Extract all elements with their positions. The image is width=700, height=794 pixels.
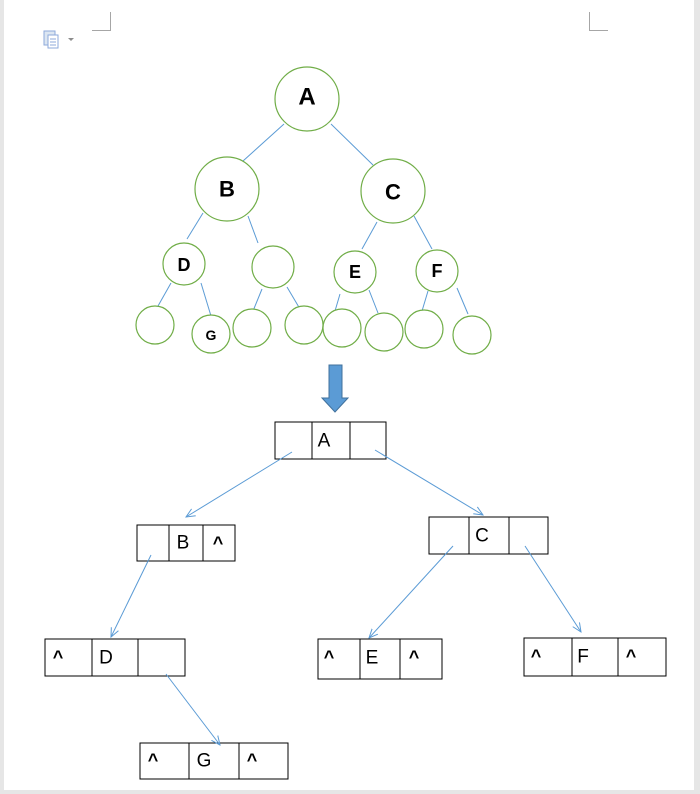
tree-node-label: F (432, 261, 443, 281)
node-value: E (366, 648, 379, 669)
tree-edges (157, 123, 469, 317)
right-pointer-field: ^ (247, 750, 258, 770)
tree-node-a: A (274, 66, 340, 132)
node-value: B (177, 533, 190, 554)
tree-node-e: E (333, 250, 377, 294)
tree-node-f: F (415, 249, 459, 293)
tree-leaf-1 (135, 305, 175, 345)
tree-node-label: A (298, 84, 315, 111)
tree-node-d: D (162, 242, 206, 286)
tree-edge-c-e (361, 221, 378, 250)
linked-node-e: ^ E ^ (317, 638, 443, 680)
tree-edge-a-c (330, 123, 374, 166)
pointer-a-to-b (186, 451, 293, 517)
tree-leaf-3 (284, 305, 324, 345)
tree-edge-a-b (242, 123, 285, 162)
down-arrow-icon (320, 364, 350, 413)
right-pointer-field: ^ (409, 647, 420, 667)
left-pointer-field: ^ (53, 647, 64, 667)
tree-edge-f-right (456, 287, 469, 315)
node-value: G (197, 751, 212, 772)
right-pointer-field: ^ (626, 646, 637, 666)
pointer-arrows (111, 449, 581, 745)
tree-leaf-6 (404, 309, 444, 349)
tree-edge-b-empty (247, 215, 259, 244)
linked-node-a: A (274, 421, 387, 460)
linked-node-g: ^ G ^ (139, 742, 289, 780)
pointer-a-to-c (374, 449, 483, 515)
tree-leaf-7 (452, 315, 492, 355)
tree-edge-c-f (413, 215, 433, 250)
tree-leaf-4 (322, 308, 362, 348)
tree-node-c: C (360, 158, 426, 224)
margin-corner-mark-right (589, 12, 608, 31)
pointer-b-to-d (111, 554, 152, 637)
tree-node-g: G (191, 314, 231, 354)
tree-node-label: B (219, 177, 235, 202)
pointer-c-to-f (524, 545, 581, 632)
left-pointer-field: ^ (531, 646, 542, 666)
tree-leaf-2 (232, 308, 272, 348)
tree-edge-e-right (368, 289, 379, 314)
tree-edge-d-left (157, 282, 172, 307)
tree-node-label: E (349, 262, 361, 282)
node-value: A (318, 431, 331, 452)
left-pointer-field: ^ (148, 750, 159, 770)
tree-node-label: C (385, 180, 401, 205)
tree-node-b: B (194, 156, 260, 222)
node-value: F (577, 647, 589, 668)
linked-node-f: ^ F ^ (523, 637, 667, 677)
tree-node-label: G (206, 327, 217, 343)
tree-edge-f-left (421, 290, 429, 312)
right-pointer-field: ^ (213, 533, 224, 553)
pointer-d-to-g (165, 673, 220, 745)
linked-node-d: ^ D (44, 638, 186, 677)
margin-corner-mark-left (92, 12, 111, 31)
tree-edge-b-d (186, 212, 204, 240)
linked-node-c: C (428, 516, 549, 555)
paste-options-icon[interactable] (42, 30, 82, 55)
tree-edge-empty-right (286, 286, 301, 310)
node-value: C (475, 526, 489, 547)
tree-node-label: D (178, 255, 191, 275)
linked-node-b: B ^ (136, 524, 236, 562)
node-value: D (99, 648, 113, 669)
tree-leaf-5 (364, 312, 404, 352)
tree-edge-d-g (200, 282, 212, 317)
tree-edge-e-left (334, 293, 341, 312)
tree-edge-empty-left (252, 288, 263, 312)
tree-node-empty (251, 245, 295, 289)
left-pointer-field: ^ (324, 647, 335, 667)
pointer-c-to-e (369, 545, 454, 638)
tree-nodes: A B C D E F (135, 66, 492, 355)
